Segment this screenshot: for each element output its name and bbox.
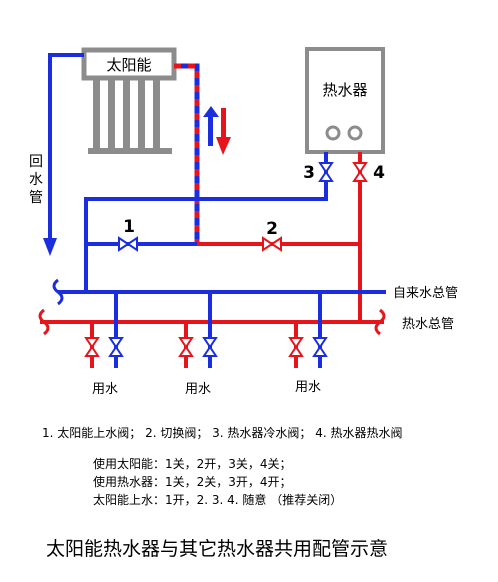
water-heater: 热水器 bbox=[305, 47, 385, 154]
mains-hot-cap-right-icon bbox=[374, 308, 386, 336]
valve-1: 1 bbox=[118, 217, 138, 252]
return-pipe-label-2: 水 bbox=[29, 172, 43, 188]
outlet-label-2: 用水 bbox=[185, 382, 211, 397]
return-pipe-label-1: 回 bbox=[29, 154, 43, 170]
solar-label: 太阳能 bbox=[106, 56, 151, 74]
outlet-valve-cold bbox=[312, 337, 328, 357]
heater-hot-line bbox=[197, 152, 362, 322]
solar-collector: 太阳能 bbox=[81, 47, 177, 154]
heater-cold-line bbox=[84, 152, 328, 292]
valve-2: 2 bbox=[262, 219, 282, 252]
valve-2-number: 2 bbox=[266, 219, 278, 239]
valve-1-number: 1 bbox=[123, 217, 135, 237]
outlet-valve-hot bbox=[84, 337, 100, 357]
outlet-valve-hot bbox=[178, 337, 194, 357]
solar-tube bbox=[153, 80, 160, 148]
mains-hot-cap-left-icon bbox=[38, 308, 50, 336]
mains-cold-label: 自来水总管 bbox=[393, 286, 458, 301]
solar-tube bbox=[108, 80, 115, 148]
return-pipe-label-3: 管 bbox=[29, 190, 43, 206]
flow-up-arrow-icon bbox=[203, 106, 219, 117]
solar-tube bbox=[93, 80, 100, 148]
outlet-valves bbox=[84, 337, 328, 357]
valve-4-number: 4 bbox=[373, 163, 385, 183]
return-pipe bbox=[43, 53, 84, 306]
outlet-valve-cold bbox=[108, 337, 124, 357]
usage-line-fill: 太阳能上水：1开，2. 3. 4. 随意 （推荐关闭） bbox=[93, 493, 343, 507]
outlet-label-1: 用水 bbox=[92, 382, 118, 397]
outlet-valve-cold bbox=[202, 337, 218, 357]
outlet-valve-hot bbox=[288, 337, 304, 357]
heater-label: 热水器 bbox=[322, 81, 367, 99]
heater-knob-icon bbox=[325, 125, 341, 141]
solar-base bbox=[88, 148, 172, 154]
valve-legend: 1. 太阳能上水阀； 2. 切换阀； 3. 热水器冷水阀； 4. 热水器热水阀 bbox=[42, 426, 403, 440]
valve-3: 3 bbox=[303, 162, 334, 183]
return-arrow-icon bbox=[43, 238, 57, 256]
outlet-label-3: 用水 bbox=[295, 380, 321, 395]
solar-tube bbox=[138, 80, 145, 148]
valve-3-number: 3 bbox=[303, 163, 315, 183]
mains-hot-label: 热水总管 bbox=[402, 317, 454, 332]
solar-tube bbox=[123, 80, 130, 148]
solar-tank bbox=[81, 47, 177, 81]
usage-line-solar: 使用太阳能：1关，2开，3关，4关； bbox=[93, 457, 292, 471]
heater-knob-icon bbox=[347, 125, 363, 141]
flow-down-arrow-icon bbox=[216, 137, 231, 155]
usage-line-heater: 使用热水器：1关，2关，3开，4开； bbox=[93, 475, 292, 489]
solar-riser bbox=[174, 63, 231, 244]
diagram-caption: 太阳能热水器与其它热水器共用配管示意 bbox=[46, 538, 389, 560]
valve-4: 4 bbox=[352, 162, 385, 183]
